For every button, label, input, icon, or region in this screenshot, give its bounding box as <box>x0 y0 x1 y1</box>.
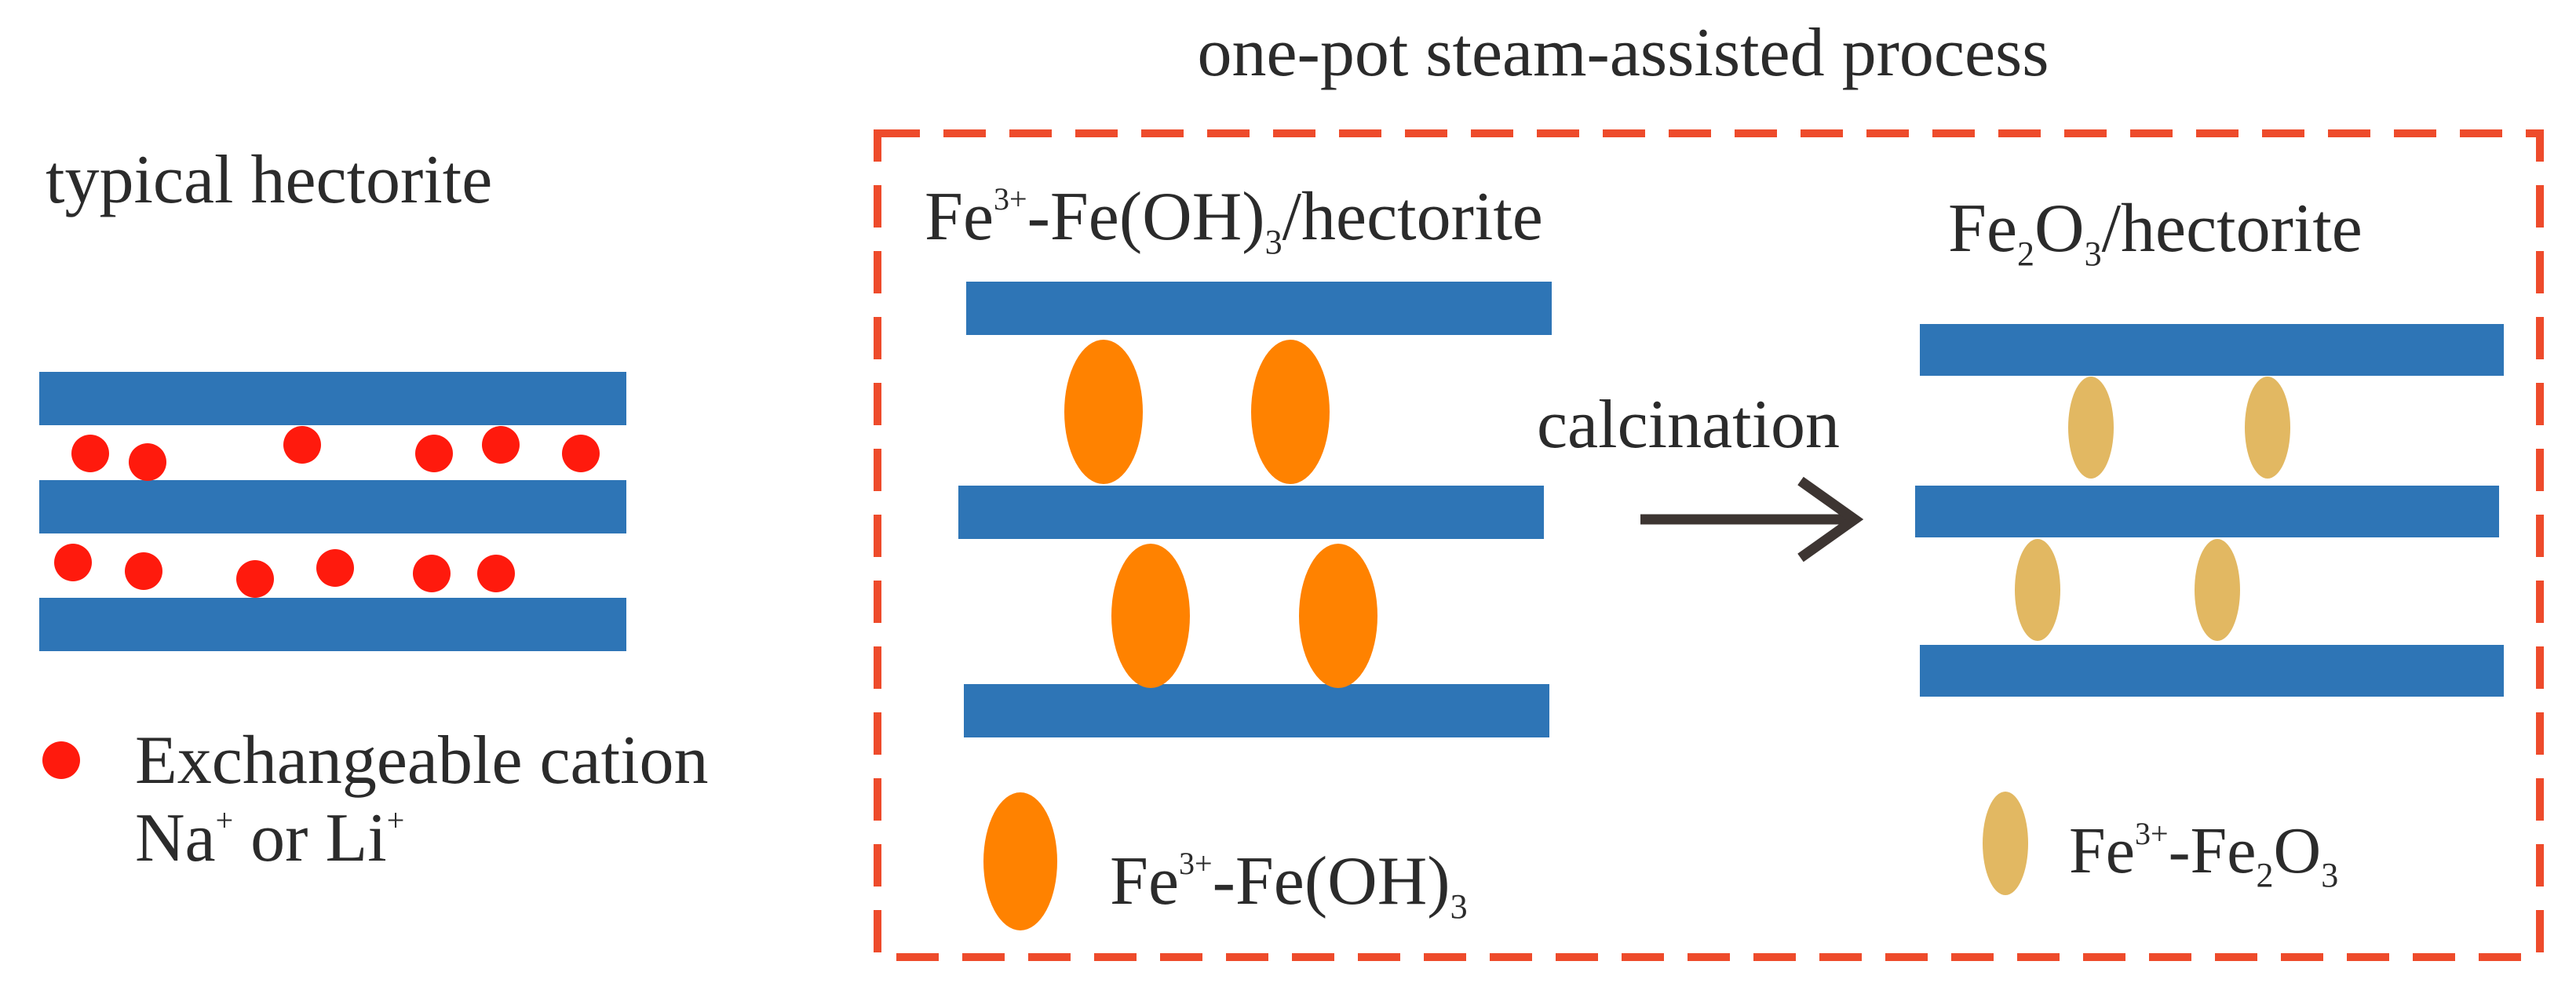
typical-hectorite-title: typical hectorite <box>46 142 492 218</box>
feoh3-hectorite-label: Fe3+-Fe(OH)3/hectorite <box>925 179 1543 261</box>
cation-dot <box>413 555 451 592</box>
fe2o3-legend: Fe3+-Fe2O3 <box>1983 792 2338 895</box>
cation-dot <box>415 435 453 472</box>
clay-layer-top <box>966 282 1552 335</box>
calcination-step: calcination <box>1537 387 1864 562</box>
cation-legend: Exchangeable cation Na+ or Li+ <box>42 723 709 876</box>
fe2o3-particle <box>2068 377 2114 479</box>
cation-legend-species: Na+ or Li+ <box>135 800 404 876</box>
clay-layer-top <box>39 372 626 425</box>
feoh3-legend-text: Fe3+-Fe(OH)3 <box>1110 843 1468 926</box>
clay-layer-bottom <box>964 684 1549 737</box>
typical-hectorite-panel: typical hectorite Exchangeable cation Na… <box>39 142 709 876</box>
cation-dot <box>562 435 600 472</box>
feoh3-particle <box>1064 340 1143 484</box>
before-calcination-panel: Fe3+-Fe(OH)3/hectorite Fe3+-Fe(OH)3 <box>925 179 1552 930</box>
arrow-head-icon <box>1797 476 1864 562</box>
clay-layer-middle <box>39 480 626 533</box>
fe2o3-particle <box>2245 377 2290 479</box>
process-dashed-box <box>874 129 2544 961</box>
cation-legend-text: Exchangeable cation <box>135 723 709 799</box>
clay-layer-middle <box>958 486 1544 539</box>
feoh3-particle <box>1111 544 1190 688</box>
cation-dot <box>316 549 354 587</box>
feoh3-legend: Fe3+-Fe(OH)3 <box>983 792 1468 930</box>
after-calcination-panel: Fe2O3/hectorite Fe3+-Fe2O3 <box>1915 191 2504 895</box>
cation-dot <box>477 555 515 592</box>
feoh3-legend-ellipse <box>983 792 1057 930</box>
clay-layer-bottom <box>39 598 626 651</box>
cation-dot <box>54 544 92 581</box>
clay-layer-middle <box>1915 486 2499 537</box>
feoh3-particle <box>1299 544 1377 688</box>
clay-layer-bottom <box>1920 645 2504 697</box>
fe2o3-hectorite-label: Fe2O3/hectorite <box>1948 191 2363 273</box>
fe2o3-legend-ellipse <box>1983 792 2028 895</box>
fe2o3-particle <box>2015 539 2060 641</box>
process-title: one-pot steam-assisted process <box>1197 15 2049 91</box>
clay-layer-top <box>1920 324 2504 376</box>
fe2o3-legend-text: Fe3+-Fe2O3 <box>2069 814 2338 894</box>
cation-dot <box>125 552 162 590</box>
feoh3-particle <box>1251 340 1330 484</box>
cation-dot <box>129 443 166 481</box>
cation-dot <box>71 435 109 472</box>
cation-dot <box>283 426 321 464</box>
interlayer-cations-upper <box>71 426 600 481</box>
fe2o3-particle <box>2195 539 2240 641</box>
cation-legend-dot <box>42 741 80 779</box>
calcination-label: calcination <box>1537 387 1840 463</box>
interlayer-cations-lower <box>54 544 515 598</box>
cation-dot <box>236 560 274 598</box>
cation-dot <box>482 426 520 464</box>
